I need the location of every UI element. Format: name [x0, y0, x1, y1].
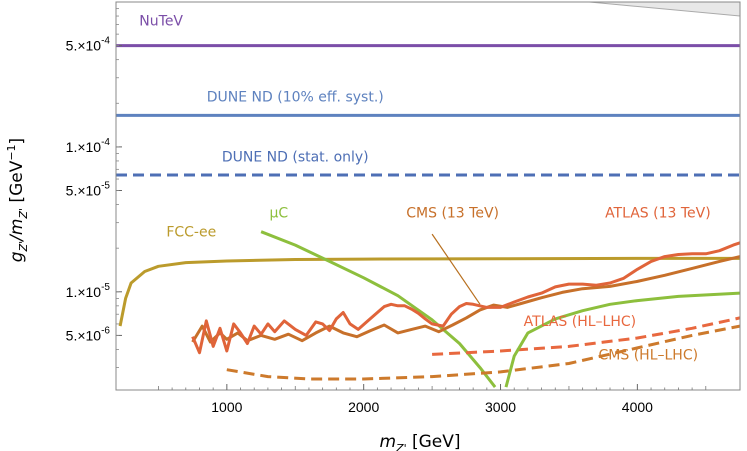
x-tick-label: 2000	[348, 399, 379, 415]
x-tick-label: 4000	[622, 399, 653, 415]
series-label-muc: μC	[269, 206, 288, 222]
series-line-atlas-hl-lhc	[432, 316, 740, 356]
plot-frame	[115, 1, 741, 391]
series-label-cms-13-tev: CMS (13 TeV)	[406, 206, 499, 222]
y-tick-label: 1.×10-4	[66, 137, 111, 155]
series-lines	[116, 44, 740, 389]
series-label-nutev: NuTeV	[139, 13, 183, 29]
excluded-region-shape	[589, 2, 740, 17]
series-labels: NuTeV DUNE ND (10% eff. syst.) DUNE ND (st…	[139, 13, 710, 363]
y-axis-title: gZ'/mZ' [GeV−1]	[5, 138, 30, 262]
y-tick-label: 5.×10-6	[66, 325, 111, 343]
x-tick-label: 3000	[485, 399, 516, 415]
x-axis-title: mZ' [GeV]	[379, 432, 460, 451]
series-line-fcc-ee	[118, 256, 740, 327]
annotations	[431, 233, 481, 305]
series-label-dune-nd-stat-only: DUNE ND (stat. only)	[222, 150, 369, 166]
series-line-muc-right	[504, 291, 740, 388]
series-line-atlas-13-tev	[191, 241, 740, 355]
series-label-atlas-13-tev: ATLAS (13 TeV)	[605, 206, 711, 222]
series-line-muc	[260, 230, 497, 389]
series-label-dune-nd-10-eff-syst: DUNE ND (10% eff. syst.)	[207, 90, 384, 106]
series-label-atlas-hl-lhc: ATLAS (HL–LHC)	[524, 314, 636, 330]
ticks: 1000 2000 3000 4000 5.×10-4 1.×10-4 5.×10-5 1.×…	[66, 1, 707, 415]
annotation-pointer	[431, 233, 481, 305]
x-tick-label: 1000	[211, 399, 242, 415]
series-label-fcc-ee: FCC-ee	[166, 225, 216, 241]
excluded-region	[589, 2, 740, 17]
series-label-cms-hl-lhc: CMS (HL–LHC)	[599, 348, 699, 364]
y-tick-label: 5.×10-4	[66, 36, 111, 54]
y-tick-label: 1.×10-5	[66, 282, 111, 300]
series-line-cms-hl-lhc	[226, 324, 740, 381]
y-tick-label: 5.×10-5	[66, 181, 111, 199]
